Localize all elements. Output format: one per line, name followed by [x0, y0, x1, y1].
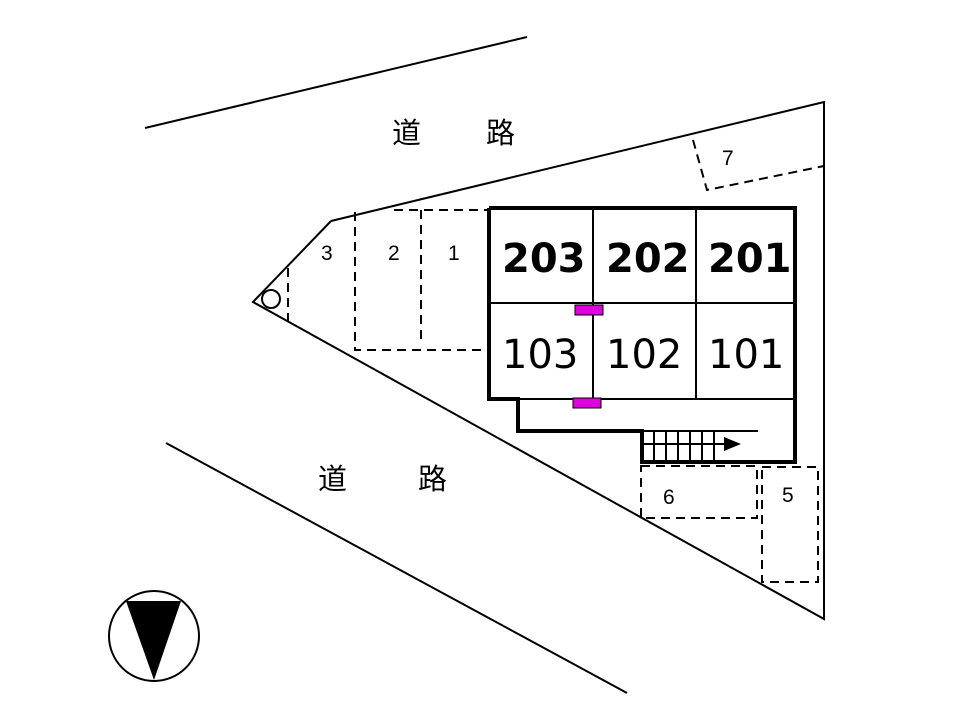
road-label-north-1: 道 — [392, 116, 422, 150]
parking-7-label: 7 — [722, 147, 734, 170]
unit-102: 102 — [606, 332, 683, 378]
unit-201: 201 — [708, 236, 792, 282]
unit-202: 202 — [606, 236, 690, 282]
parking-7-outline — [692, 139, 825, 192]
corner-marker-icon — [261, 289, 281, 309]
lot-boundary — [251, 100, 825, 621]
meter-box-lower — [572, 397, 602, 409]
unit-203: 203 — [502, 236, 586, 282]
road-label-south-2: 路 — [418, 462, 448, 496]
parking-row-outline — [354, 212, 487, 351]
south-road-edge — [165, 442, 628, 694]
road-label-south-1: 道 — [318, 462, 348, 496]
unit-101: 101 — [708, 332, 785, 378]
north-arrow-icon — [108, 590, 200, 682]
staircase-icon — [642, 430, 758, 461]
parking-5-label: 5 — [782, 484, 794, 507]
parking-6-label: 6 — [663, 486, 675, 509]
north-road-edge — [144, 36, 528, 129]
parking-3-label: 3 — [321, 242, 333, 265]
road-label-north-2: 路 — [486, 116, 516, 150]
parking-1-label: 1 — [448, 242, 460, 265]
parking-5-outline — [761, 466, 819, 583]
unit-103: 103 — [502, 332, 579, 378]
meter-box-upper — [574, 304, 604, 316]
parking-2-label: 2 — [388, 242, 400, 265]
parking-6-outline — [640, 465, 758, 519]
